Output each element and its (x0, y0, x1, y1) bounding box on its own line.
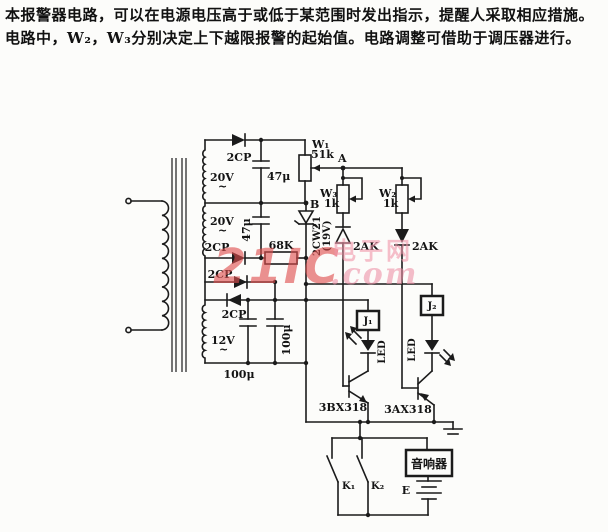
led-2 (424, 340, 455, 366)
circuit-description: 本报警器电路，可以在电源电压高于或低于某范围时发出指示，提醒人采取相应措施。 电… (5, 4, 605, 50)
transistor-3ax318 (401, 369, 436, 423)
diode-2cp-1 (232, 133, 246, 147)
driver-section: J₁ LED 3BX318 J₂ (305, 283, 463, 435)
diode-2ak-left-label: 2AK (353, 240, 379, 253)
capacitor-47u-2-label: 47μ (240, 218, 253, 241)
led-1-label: LED (377, 340, 388, 364)
pot-w2-value: 1k (383, 197, 399, 210)
description-line-1: 本报警器电路，可以在电源电压高于或低于某范围时发出指示，提醒人采取相应措施。 (5, 6, 595, 24)
battery-e-label: E (402, 484, 410, 497)
zener-2cw21-value: (19V) (322, 220, 333, 251)
winding2-voltage-label: 20V (210, 215, 234, 228)
zener-2cw21 (293, 210, 319, 229)
diode-2cp-1-label: 2CP (227, 151, 252, 164)
contact-k2-label: K₂ (371, 481, 384, 492)
capacitor-47u-1 (252, 139, 270, 204)
sounder-label: 音响器 (411, 456, 448, 471)
zener-2cw21-label: 2CW21 (312, 216, 323, 256)
transistor-3ax318-label: 3AX318 (384, 403, 432, 416)
pot-w1-label: W₁ (311, 138, 329, 151)
rectifier-section: 2CP 47μ 47μ 2CP 68K (204, 133, 369, 381)
winding1-voltage-label: 20V (210, 171, 234, 184)
resistor-68k-label: 68K (269, 239, 294, 252)
diode-2ak-right (394, 229, 410, 246)
contact-k1-label: K₁ (342, 481, 355, 492)
pot-w2-label: W₂ (378, 187, 396, 200)
relay-j2-label: J₂ (426, 301, 436, 312)
diode-2cp-3-label: 2CP (208, 268, 233, 281)
threshold-section: W₃ 1k 2AK W₂ 1k 2AK (319, 167, 438, 389)
winding3-ac-symbol: ~ (219, 343, 228, 356)
diode-2cp-2 (232, 251, 246, 265)
capacitor-47u-2 (252, 202, 270, 259)
node-b-label: B (310, 198, 319, 211)
diode-2cp-4-label: 2CP (222, 308, 247, 321)
diode-2ak-right-label: 2AK (412, 240, 438, 253)
node-a-label: A (337, 152, 347, 165)
capacitor-100u-1 (239, 299, 257, 364)
pot-w3-value: 1k (324, 197, 340, 210)
transformer: 20V ~ 20V ~ 12V ~ (125, 139, 235, 372)
capacitor-100u-2 (266, 299, 284, 364)
pot-w3-label: W₃ (319, 187, 337, 200)
reference-section: W₁ 51k A B 2CW21 (19V) (293, 138, 347, 423)
pot-w1-value: 51k (311, 148, 334, 161)
resistor-68k (264, 251, 298, 265)
contact-k2 (355, 437, 370, 516)
junction-dots (245, 137, 437, 518)
alarm-output-section: K₁ K₂ 音响器 E (325, 421, 454, 516)
led-2-label: LED (407, 338, 418, 362)
battery-e (416, 475, 442, 516)
primary-winding (161, 200, 170, 331)
transformer-core (171, 158, 187, 372)
secondary-winding (201, 139, 208, 364)
sounder-box (404, 448, 454, 478)
pot-w1 (298, 154, 312, 182)
pot-w1-wiper-arrow (313, 164, 320, 172)
transistor-3bx318-label: 3BX318 (319, 401, 368, 414)
diode-2cp-4 (226, 293, 241, 307)
diode-2ak-left (334, 226, 352, 244)
capacitor-47u-1-label: 47μ (267, 170, 290, 183)
capacitor-100u-1-label: 100μ (223, 368, 254, 381)
winding3-voltage-label: 12V (211, 334, 235, 347)
capacitor-100u-2-label: 100μ (280, 324, 293, 355)
pot-w3-wiper-arrow (349, 195, 356, 203)
diode-2cp-3 (234, 275, 248, 289)
ground-symbol (443, 421, 463, 435)
pot-w2-wiper-arrow (408, 195, 415, 203)
contact-k1 (325, 437, 340, 516)
relay-j1-label: J₁ (362, 316, 372, 327)
description-line-2: 电路中，W₂，W₃分别决定上下越限报警的起始值。电路调整可借助于调压器进行。 (5, 29, 581, 47)
winding2-ac-symbol: ~ (218, 224, 227, 237)
winding1-ac-symbol: ~ (218, 180, 227, 193)
transistor-3bx318 (342, 369, 370, 423)
diode-2cp-2-label: 2CP (205, 241, 230, 254)
